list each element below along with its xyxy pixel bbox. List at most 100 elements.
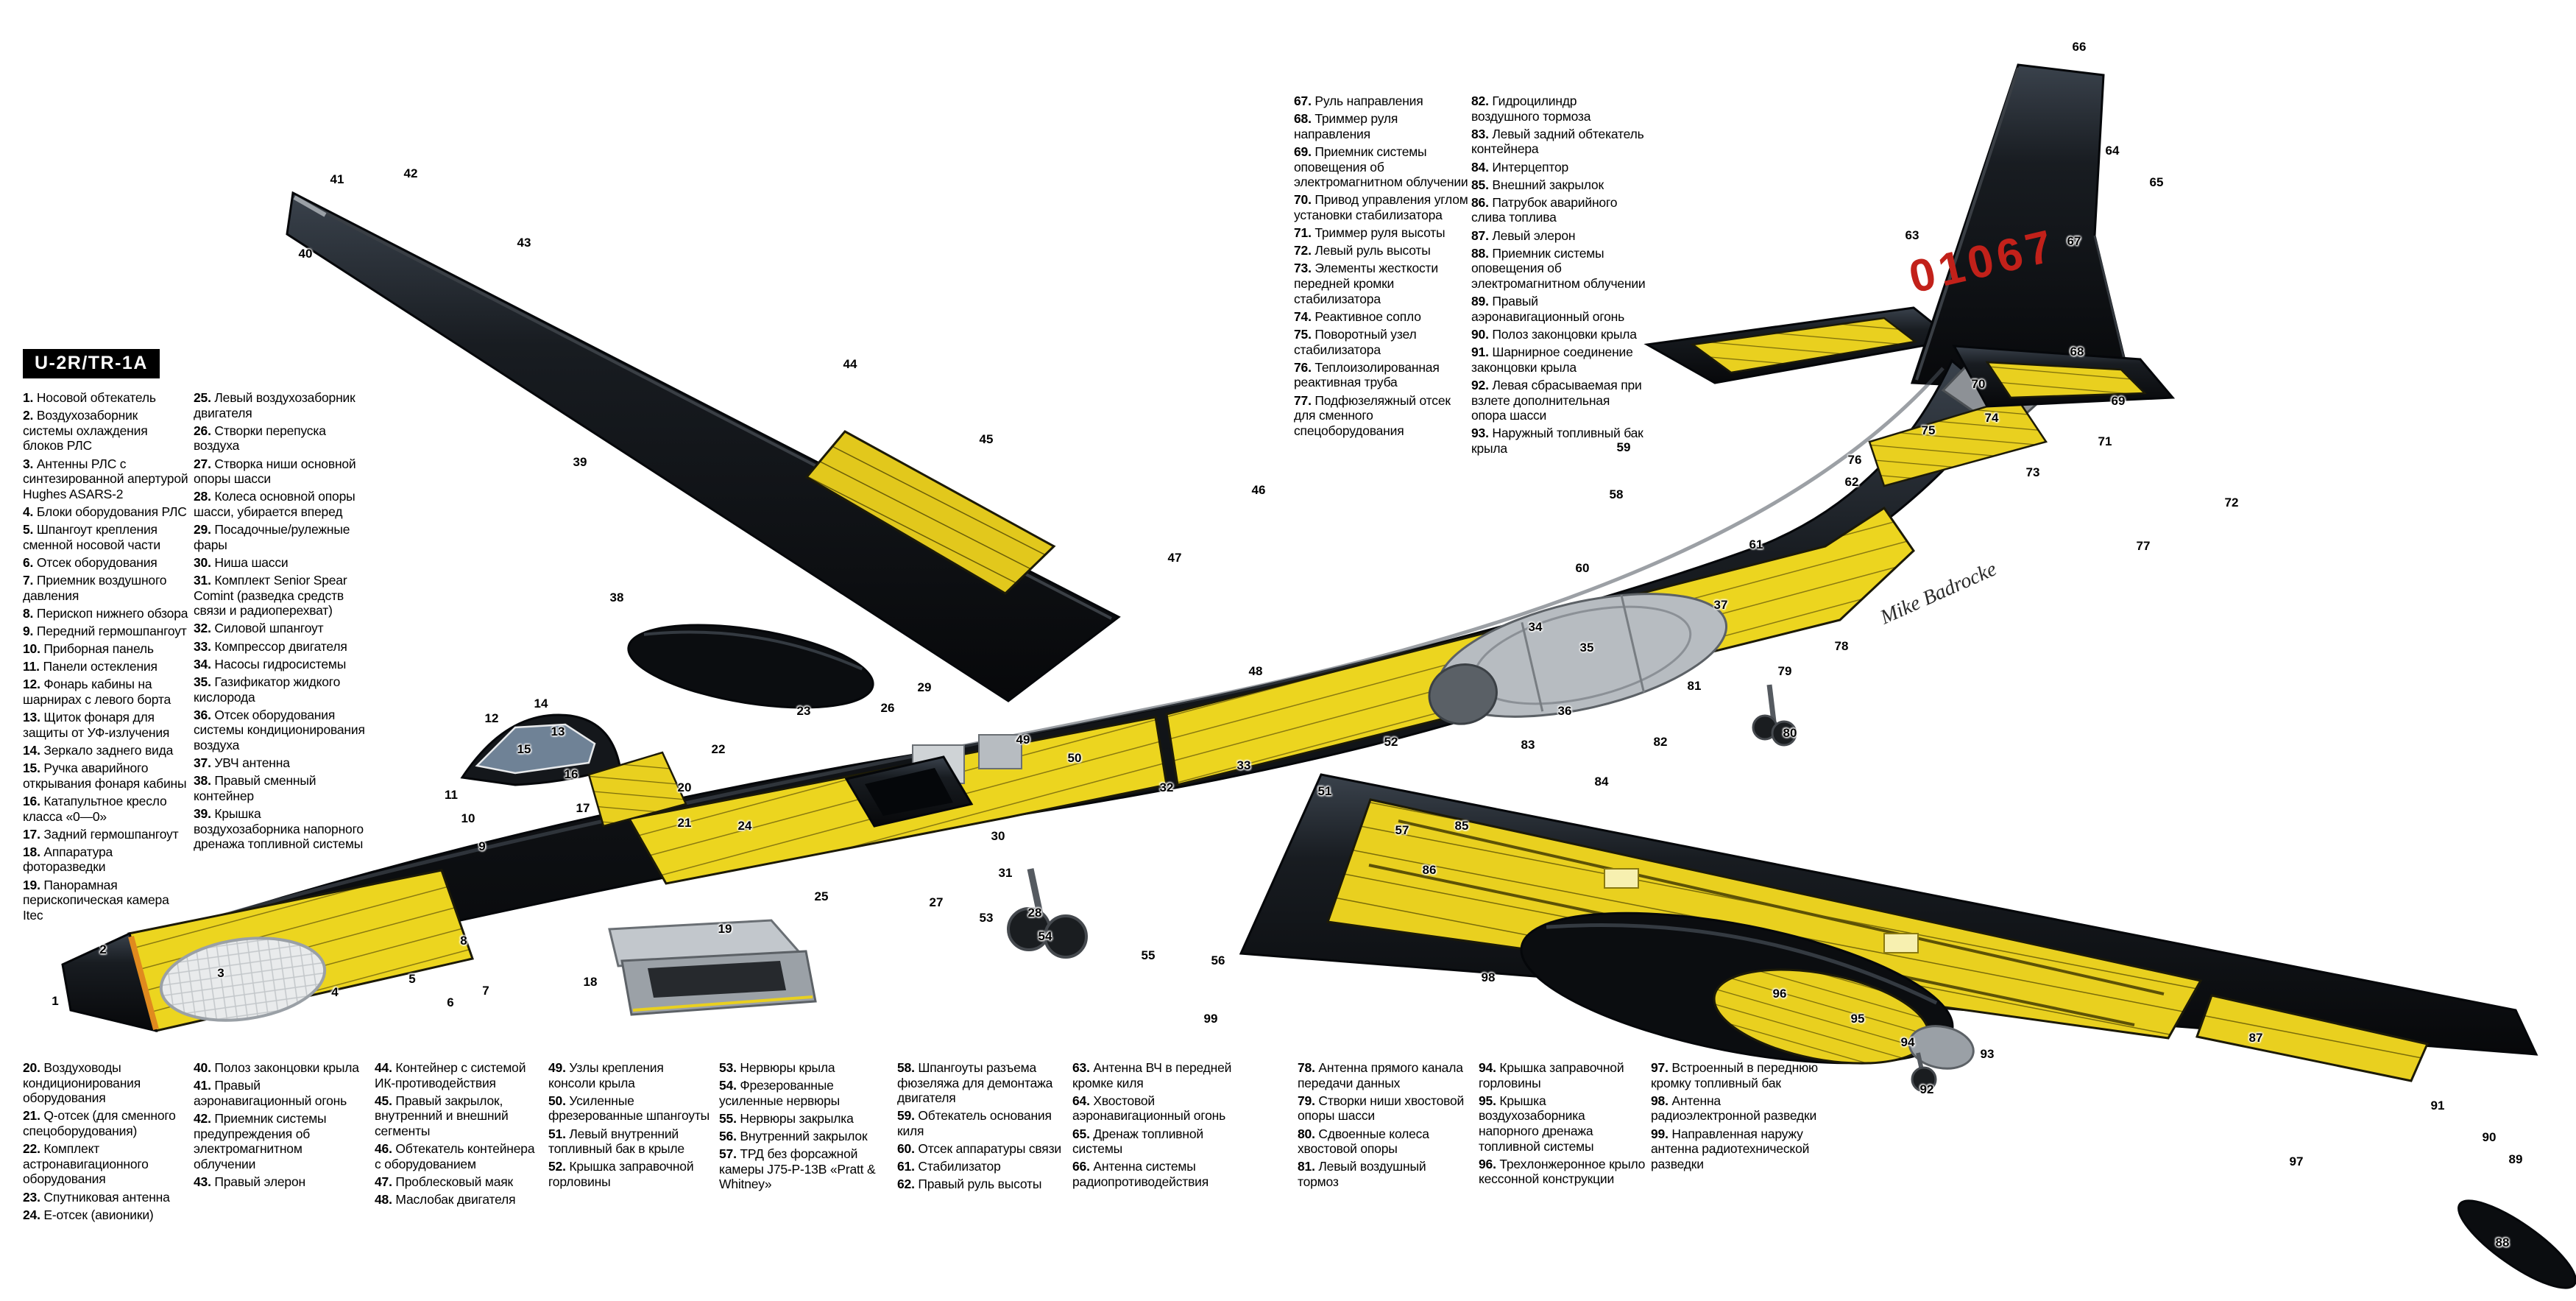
legend-item: 61. Стабилизатор — [897, 1159, 1001, 1174]
radar-antenna — [159, 937, 327, 1022]
ejection-seat-bay-cutaway — [587, 751, 687, 828]
legend-item: 50. Усиленные фрезерованные шпангоуты — [548, 1093, 710, 1124]
cockpit — [460, 713, 687, 828]
legend-item: 83. Левый задний обтекатель контейнера — [1471, 126, 1644, 157]
legend-item: 21. Q-отсек (для сменного спецоборудован… — [23, 1108, 176, 1139]
legend-item: 55. Нервюры закрылка — [719, 1110, 854, 1126]
legend-item: 51. Левый внутренний топливный бак в кры… — [548, 1126, 684, 1157]
legend-item: 75. Поворотный узел стабилизатора — [1294, 326, 1417, 357]
legend-item: 57. ТРД без форсажной камеры J75-P-13B «… — [719, 1146, 876, 1192]
far-wing-pod — [627, 624, 874, 709]
legend-item: 15. Ручка аварийного открывания фонаря к… — [23, 761, 187, 791]
wingtip-skid — [293, 195, 327, 217]
legend-item: 89. Правый аэронавигационный огонь — [1471, 294, 1625, 324]
legend-item: 94. Крышка заправочной горловины — [1479, 1060, 1624, 1090]
legend-item: 87. Левый элерон — [1471, 228, 1576, 243]
legend-column-67-77: 67. Руль направления 68. Триммер руля нап… — [1294, 94, 1469, 441]
legend-item: 92. Левая сбрасываемая при взлете дополн… — [1471, 377, 1642, 423]
legend-item: 86. Патрубок аварийного слива топлива — [1471, 194, 1618, 225]
legend-item: 8. Перископ нижнего обзора — [23, 605, 188, 621]
legend-item: 66. Антенна системы радиопротиводействия — [1072, 1159, 1209, 1189]
legend-item: 95. Крышка воздухозаборника напорного др… — [1479, 1093, 1594, 1154]
legend-item: 14. Зеркало заднего вида — [23, 742, 174, 758]
legend-item: 48. Маслобак двигателя — [375, 1192, 516, 1207]
legend-item: 97. Встроенный в переднюю кромку топливн… — [1651, 1060, 1818, 1090]
legend-item: 78. Антенна прямого канала передачи данн… — [1298, 1060, 1463, 1090]
legend-item: 45. Правый закрылок, внутренний и внешни… — [375, 1093, 509, 1139]
legend-item: 34. Насосы гидросистемы — [194, 656, 347, 671]
legend-column-53-57: 53. Нервюры крыла 54. Фрезерованные усиле… — [719, 1060, 888, 1195]
legend-item: 64. Хвостовой аэронавигационный огонь — [1072, 1093, 1226, 1124]
legend-item: 22. Комплект астронавигационного оборудо… — [23, 1141, 149, 1187]
diagram-title: U-2R/TR-1A — [23, 349, 160, 378]
legend-item: 68. Триммер руля направления — [1294, 111, 1398, 141]
outer-wing-cutaway — [2195, 994, 2430, 1082]
legend-item: 93. Наружный топливный бак крыла — [1471, 426, 1643, 456]
legend-item: 60. Отсек аппаратуры связи — [897, 1141, 1061, 1157]
legend-item: 18. Аппаратура фоторазведки — [23, 844, 113, 875]
legend-item: 16. Катапультное кресло класса «0—0» — [23, 793, 167, 824]
legend-item: 39. Крышка воздухозаборника напорного др… — [194, 806, 364, 852]
legend-item: 19. Панорамная перископическая камера It… — [23, 877, 169, 923]
legend-item: 90. Полоз законцовки крыла — [1471, 326, 1637, 342]
legend-item: 20. Воздуховоды кондиционирования оборуд… — [23, 1060, 141, 1106]
legend-item: 67. Руль направления — [1294, 94, 1423, 108]
legend-item: 98. Антенна радиоэлектронной разведки — [1651, 1093, 1817, 1124]
fuselage-cutaway — [627, 396, 2048, 885]
legend-item: 35. Газификатор жидкого кислорода — [194, 674, 341, 705]
legend-item: 72. Левый руль высоты — [1294, 243, 1431, 258]
legend-item: 52. Крышка заправочной горловины — [548, 1159, 694, 1189]
legend-item: 10. Приборная панель — [23, 641, 154, 657]
legend-item: 88. Приемник системы оповещения об элект… — [1471, 245, 1646, 292]
legend-item: 96. Трехлонжеронное крыло кессонной конс… — [1479, 1156, 1646, 1187]
legend-item: 7. Приемник воздушного давления — [23, 573, 167, 603]
legend-column-97-99: 97. Встроенный в переднюю кромку топливн… — [1651, 1060, 1829, 1174]
legend-item: 29. Посадочные/рулежные фары — [194, 522, 350, 552]
legend-item: 85. Внешний закрылок — [1471, 177, 1604, 192]
legend-item: 40. Полоз законцовки крыла — [194, 1060, 359, 1075]
legend-item: 54. Фрезерованные усиленные нервюры — [719, 1078, 840, 1108]
legend-item: 24. E-отсек (авионики) — [23, 1207, 154, 1222]
legend-item: 74. Реактивное сопло — [1294, 308, 1421, 324]
legend-item: 13. Щиток фонаря для защиты от УФ-излуче… — [23, 710, 170, 740]
legend-item: 53. Нервюры крыла — [719, 1060, 835, 1075]
tail-base-cutaway — [1868, 396, 2048, 487]
legend-item: 26. Створки перепуска воздуха — [194, 423, 326, 454]
wingtip-skid-pod — [2458, 1199, 2576, 1289]
legend-item: 49. Узлы крепления консоли крыла — [548, 1060, 664, 1090]
near-wing-pod — [1520, 912, 1975, 1093]
nose-joint-ring — [128, 935, 159, 1031]
legend-item: 33. Компрессор двигателя — [194, 638, 347, 654]
legend-item: 58. Шпангоуты разъема фюзеляжа для демон… — [897, 1060, 1053, 1106]
legend-item: 71. Триммер руля высоты — [1294, 225, 1446, 241]
legend-item: 27. Створка ниши основной опоры шасси — [194, 456, 356, 487]
legend-item: 82. Гидроцилиндр воздушного тормоза — [1471, 94, 1591, 124]
legend-item: 73. Элементы жесткости передней кромки с… — [1294, 261, 1438, 306]
legend-item: 41. Правый аэронавигационный огонь — [194, 1078, 347, 1108]
legend-item: 37. УВЧ антенна — [194, 755, 290, 771]
nose-sensor-bay — [61, 869, 474, 1033]
near-wing — [1239, 773, 2576, 1289]
nose-cone — [61, 931, 158, 1033]
legend-item: 69. Приемник системы оповещения об элект… — [1294, 144, 1468, 190]
canopy-glazing — [475, 723, 596, 775]
far-stabilizer — [1643, 306, 1957, 384]
legend-item: 36. Отсек оборудования системы кондицион… — [194, 707, 365, 752]
legend-item: 5. Шпангоут крепления сменной носовой ча… — [23, 522, 160, 552]
legend-item: 77. Подфюзеляжный отсек для сменного спе… — [1294, 392, 1451, 438]
legend-item: 23. Спутниковая антенна — [23, 1189, 170, 1205]
legend-item: 28. Колеса основной опоры шасси, убирает… — [194, 489, 355, 519]
legend-column-78-81: 78. Антенна прямого канала передачи данн… — [1298, 1060, 1470, 1192]
legend-item: 31. Комплект Senior Spear Comint (развед… — [194, 573, 347, 618]
far-wing-flap-cutaway — [804, 430, 1056, 595]
legend-item: 17. Задний гермошпангоут — [23, 826, 179, 842]
jettisonable-pogo-gear — [1911, 1052, 1937, 1093]
legend-item: 38. Правый сменный контейнер — [194, 773, 316, 803]
